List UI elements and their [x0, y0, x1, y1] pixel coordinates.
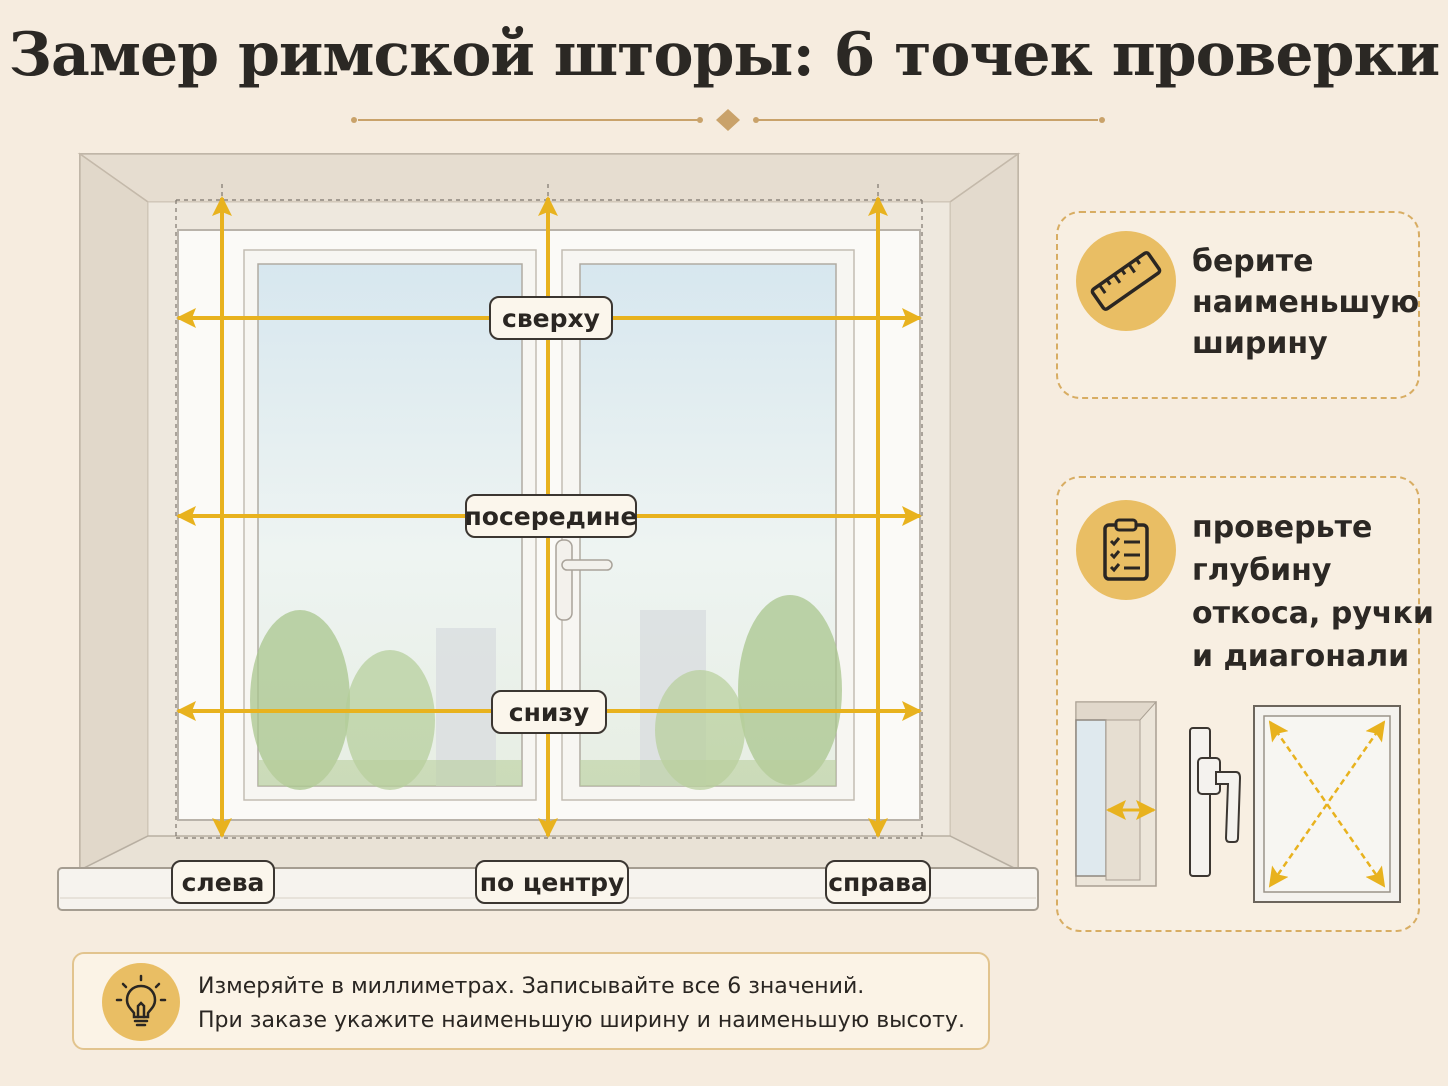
tip-card-check-depth: проверьте глубину откоса, ручки и диагон… — [1056, 476, 1434, 932]
width-point-middle-label: посередине — [465, 494, 638, 538]
title-ornament — [351, 109, 1105, 131]
width-point-top-label: сверху — [489, 296, 613, 340]
footer-tip: Измеряйте в миллиметрах. Записывайте все… — [72, 952, 990, 1050]
check-illustrations — [1075, 701, 1401, 903]
clipboard-icon-badge — [1076, 500, 1176, 600]
height-point-right-label: справа — [825, 860, 931, 904]
footer-tip-text: Измеряйте в миллиметрах. Записывайте все… — [198, 974, 965, 1033]
tip-card-check-depth-text: проверьте глубину откоса, ручки и диагон… — [1192, 510, 1434, 674]
width-point-bottom-label: снизу — [491, 690, 607, 734]
clipboard-checklist-icon — [1103, 518, 1149, 581]
ruler-icon — [1090, 251, 1162, 311]
tip-card-narrowest-width-text: берите наименьшую ширину — [1192, 244, 1420, 361]
ruler-icon-badge — [1076, 231, 1176, 331]
diagonals-illustration — [1253, 705, 1401, 903]
height-point-center-label: по центру — [475, 860, 629, 904]
lightbulb-icon-badge — [102, 963, 180, 1041]
reveal-depth-illustration — [1075, 701, 1158, 887]
page-title: Замер римской шторы: 6 точек проверки — [8, 20, 1441, 90]
tip-card-narrowest-width: берите наименьшую ширину — [1056, 211, 1420, 399]
handle-illustration — [1189, 727, 1242, 877]
height-point-left-label: слева — [171, 860, 275, 904]
lightbulb-icon — [115, 974, 167, 1027]
